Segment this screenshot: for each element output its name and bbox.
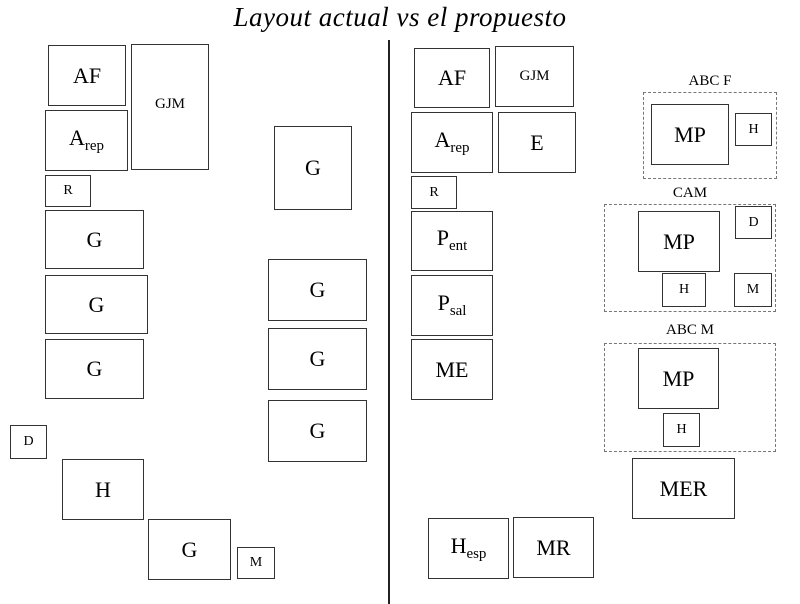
right-e-label: E [530, 129, 544, 155]
cam-m-label: M [746, 282, 760, 297]
left-box-g-7: G [268, 400, 367, 462]
left-box-g-4: G [274, 126, 352, 210]
left-box-g-3: G [45, 339, 144, 399]
left-g-label: G [86, 356, 103, 381]
group-cam [604, 204, 776, 312]
left-arep-label: Arep [69, 124, 104, 155]
right-box-gjm: GJM [495, 46, 574, 107]
right-box-pent: Pent [411, 211, 493, 271]
right-af-label: AF [437, 65, 467, 90]
cam-box-h: H [662, 273, 706, 307]
cam-h-label: H [678, 282, 690, 297]
left-box-g-8: G [148, 519, 231, 580]
group-label-abcm: ABC M [666, 322, 714, 338]
right-box-arep: Arep [411, 112, 493, 173]
abcf-mp-label: MP [674, 121, 706, 147]
right-mer-label: MER [659, 475, 708, 501]
left-box-g-6: G [268, 328, 367, 390]
abcm-mp-label: MP [662, 365, 695, 391]
right-box-mer: MER [632, 458, 735, 519]
left-d-label: D [23, 434, 34, 449]
right-box-r: R [411, 176, 457, 209]
abcm-box-h: H [663, 413, 700, 447]
left-box-r: R [45, 175, 91, 207]
cam-d-label: D [748, 214, 759, 230]
left-g-label: G [181, 536, 198, 562]
right-box-af: AF [414, 48, 490, 108]
left-r-label: R [63, 183, 73, 198]
right-box-mr: MR [513, 517, 594, 578]
vertical-divider [388, 40, 390, 604]
right-gjm-label: GJM [519, 68, 550, 84]
left-g-label: G [305, 155, 321, 180]
right-me-label: ME [435, 356, 469, 382]
left-g-label: G [309, 277, 326, 302]
left-h-label: H [95, 476, 111, 502]
right-psal-label: Psal [437, 289, 467, 320]
left-g-label: G [86, 226, 103, 252]
right-hesp-label: Hesp [450, 532, 487, 563]
left-box-gjm: GJM [131, 44, 209, 170]
group-abcm [604, 343, 776, 452]
right-r-label: R [429, 184, 439, 200]
right-arep-label: Arep [434, 126, 470, 157]
abcm-box-mp: MP [638, 348, 719, 409]
left-af-label: AF [72, 62, 102, 88]
right-box-me: ME [411, 339, 493, 400]
left-m-label: M [249, 555, 263, 570]
abcf-h-label: H [748, 121, 759, 137]
abcm-h-label: H [676, 422, 687, 437]
right-mr-label: MR [536, 534, 571, 560]
left-box-g-5: G [268, 259, 367, 321]
left-box-m: M [237, 547, 275, 579]
abcf-box-h: H [735, 113, 772, 146]
left-box-af: AF [48, 45, 126, 106]
cam-box-d: D [735, 206, 772, 239]
left-box-arep: Arep [45, 110, 128, 171]
group-abcf [643, 92, 777, 179]
left-box-h: H [62, 459, 144, 520]
group-label-abcf: ABC F [688, 73, 732, 89]
abcf-box-mp: MP [651, 104, 729, 165]
left-box-g-1: G [45, 210, 144, 269]
cam-mp-label: MP [663, 228, 695, 254]
left-g-label: G [88, 291, 105, 317]
cam-box-mp: MP [638, 211, 720, 272]
group-label-cam: CAM [672, 185, 708, 201]
left-box-d: D [10, 425, 47, 459]
left-gjm-label: GJM [154, 96, 185, 112]
diagram-title: Layout actual vs el propuesto [233, 2, 567, 32]
right-box-psal: Psal [411, 275, 493, 336]
right-pent-label: Pent [436, 225, 468, 255]
right-box-e: E [498, 112, 576, 173]
cam-box-m: M [734, 273, 772, 307]
left-box-g-2: G [45, 275, 148, 334]
left-g-label: G [309, 346, 326, 371]
right-box-hesp: Hesp [428, 518, 509, 579]
left-g-label: G [309, 418, 326, 443]
